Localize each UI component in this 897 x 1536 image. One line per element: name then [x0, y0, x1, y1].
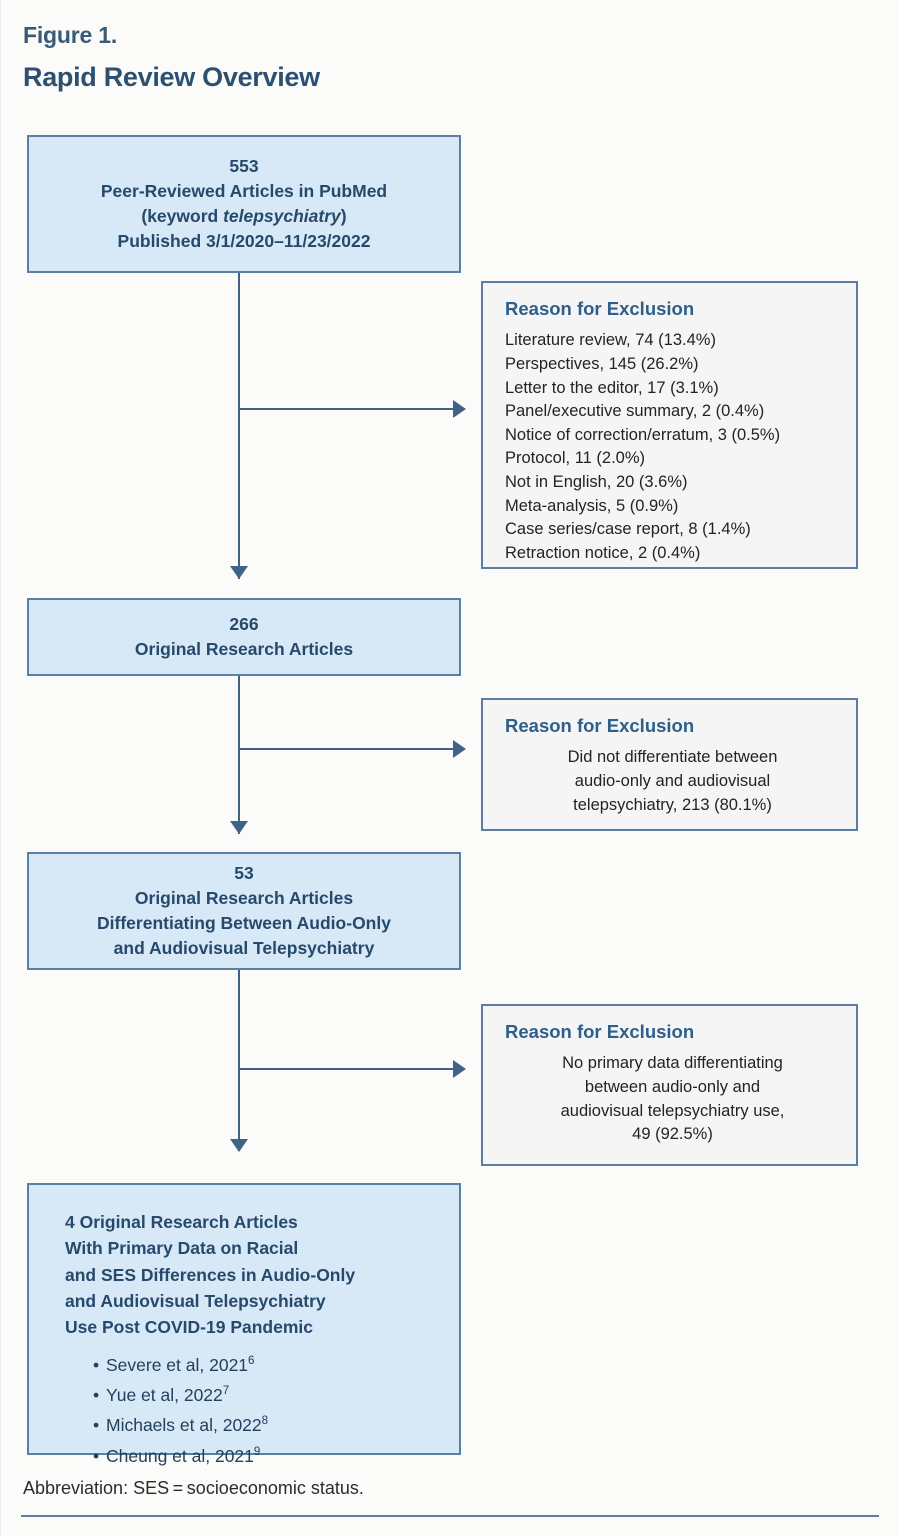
- exclusion-item: Perspectives, 145 (26.2%): [505, 355, 699, 374]
- citation-list: Severe et al, 20216 Yue et al, 20227 Mic…: [65, 1350, 459, 1470]
- box1-line4: Published 3/1/2020–11/23/2022: [117, 230, 371, 251]
- exclusion-line: between audio-only and: [584, 1078, 761, 1097]
- connector-vline-2: [238, 676, 240, 834]
- connector-vline-1: [238, 273, 240, 579]
- exclusion-line: Did not differentiate between: [567, 748, 778, 767]
- citation-text: Michaels et al, 2022: [106, 1415, 262, 1436]
- exclusion-item: Literature review, 74 (13.4%): [505, 331, 716, 350]
- box1-line2: Peer-Reviewed Articles in PubMed: [100, 181, 388, 202]
- connector-hline-1: [238, 408, 456, 410]
- exclusion-item: Meta-analysis, 5 (0.9%): [505, 496, 679, 515]
- final-heading-line: and SES Differences in Audio-Only: [65, 1264, 356, 1285]
- citation-text: Yue et al, 2022: [106, 1385, 223, 1406]
- box3-line2: Original Research Articles: [134, 888, 354, 909]
- exclusion-title-3: Reason for Exclusion: [505, 1021, 695, 1042]
- box1-count: 553: [229, 156, 259, 177]
- connector-arrowhead-down-2: [230, 821, 248, 834]
- exclusion-line: audio-only and audiovisual: [574, 772, 771, 791]
- box3-count: 53: [234, 863, 254, 884]
- abbreviation-note: Abbreviation: SES = socioeconomic status…: [23, 1478, 364, 1498]
- connector-vline-3: [238, 970, 240, 1151]
- exclusion-line: No primary data differentiating: [562, 1054, 783, 1073]
- exclusion-line: 49 (92.5%): [632, 1125, 713, 1144]
- figure-label: Figure 1.: [23, 22, 118, 48]
- exclusion-reasons-stage3: Reason for Exclusion No primary data dif…: [481, 1004, 858, 1166]
- exclusion-text-3: No primary data differentiating between …: [505, 1052, 840, 1146]
- box2-count: 266: [229, 614, 259, 635]
- list-item: Yue et al, 20227: [93, 1380, 459, 1410]
- final-heading-line: and Audiovisual Telepsychiatry: [65, 1290, 326, 1311]
- final-heading-line: 4 Original Research Articles: [65, 1212, 298, 1232]
- exclusion-item: Case series/case report, 8 (1.4%): [505, 520, 751, 539]
- connector-arrowhead-right-3: [453, 1060, 466, 1078]
- exclusion-reasons-stage1: Reason for Exclusion Literature review, …: [481, 281, 858, 569]
- connector-arrowhead-down-1: [230, 566, 248, 579]
- exclusion-item: Retraction notice, 2 (0.4%): [505, 543, 701, 562]
- exclusion-item: Notice of correction/erratum, 3 (0.5%): [505, 425, 781, 444]
- final-heading-line: With Primary Data on Racial: [65, 1238, 299, 1259]
- exclusion-title-1: Reason for Exclusion: [505, 298, 695, 319]
- page-title: Rapid Review Overview: [23, 62, 320, 92]
- citation-text: Severe et al, 2021: [106, 1355, 249, 1376]
- exclusion-line: audiovisual telepsychiatry use,: [560, 1101, 785, 1120]
- exclusion-reasons-stage2: Reason for Exclusion Did not differentia…: [481, 698, 858, 831]
- footer-divider: [21, 1515, 879, 1517]
- box3-line3: Differentiating Between Audio-Only: [97, 913, 391, 933]
- connector-arrowhead-right-1: [453, 400, 466, 418]
- box3-line4: and Audiovisual Telepsychiatry: [113, 937, 375, 958]
- box1-line3: (keyword telepsychiatry): [141, 206, 347, 226]
- citation-ref: 7: [222, 1385, 230, 1398]
- connector-hline-3: [238, 1068, 456, 1070]
- citation-ref: 6: [248, 1355, 255, 1368]
- exclusion-list-1: Literature review, 74 (13.4%) Perspectiv…: [505, 329, 842, 565]
- list-item: Michaels et al, 20228: [93, 1410, 459, 1440]
- final-box-heading: 4 Original Research Articles With Primar…: [65, 1209, 459, 1340]
- list-item: Severe et al, 20216: [93, 1350, 459, 1380]
- exclusion-item: Not in English, 20 (3.6%): [505, 473, 688, 492]
- final-heading-line: Use Post COVID-19 Pandemic: [65, 1317, 313, 1337]
- exclusion-text-2: Did not differentiate between audio-only…: [505, 746, 840, 817]
- connector-arrowhead-right-2: [453, 740, 466, 758]
- citation-text: Cheung et al, 2021: [106, 1445, 254, 1466]
- exclusion-item: Panel/executive summary, 2 (0.4%): [505, 402, 765, 421]
- exclusion-item: Protocol, 11 (2.0%): [505, 449, 646, 468]
- citation-ref: 9: [253, 1445, 261, 1458]
- exclusion-title-2: Reason for Exclusion: [505, 715, 695, 736]
- connector-arrowhead-down-3: [230, 1139, 248, 1152]
- differentiating-articles-box: 53 Original Research Articles Differenti…: [27, 852, 461, 970]
- exclusion-item: Letter to the editor, 17 (3.1%): [505, 378, 719, 397]
- box2-line2: Original Research Articles: [134, 639, 354, 659]
- final-included-box: 4 Original Research Articles With Primar…: [27, 1183, 461, 1466]
- records-identified-box: 553 Peer-Reviewed Articles in PubMed (ke…: [27, 135, 461, 273]
- citation-ref: 8: [261, 1415, 269, 1428]
- exclusion-line: telepsychiatry, 213 (80.1%): [573, 795, 772, 814]
- original-research-box: 266 Original Research Articles: [27, 598, 461, 676]
- list-item: Cheung et al, 20219: [93, 1441, 459, 1471]
- connector-hline-2: [238, 748, 456, 750]
